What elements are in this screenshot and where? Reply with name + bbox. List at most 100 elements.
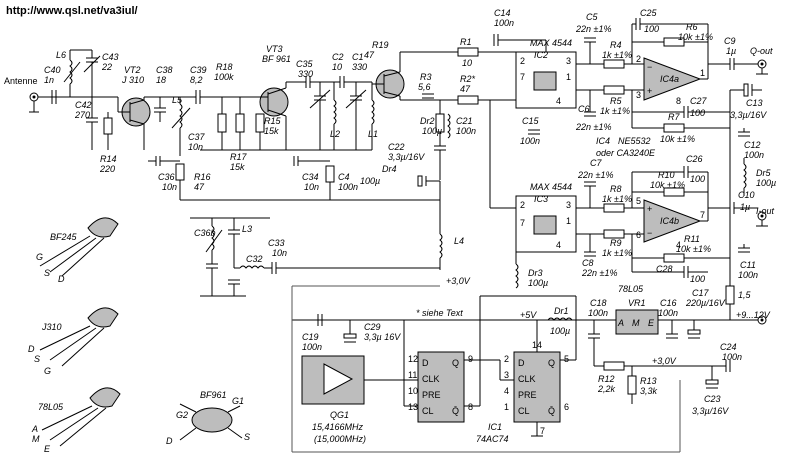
- divider-type: 74AC74: [476, 434, 509, 444]
- svg-text:G2: G2: [176, 410, 188, 420]
- svg-text:+: +: [647, 86, 652, 96]
- svg-text:10k ±1%: 10k ±1%: [678, 32, 713, 42]
- svg-text:100µ: 100µ: [360, 176, 380, 186]
- mixer-ic3: MAX 4544 IC3 27 31 4: [515, 182, 577, 253]
- coil-l1: L1: [360, 81, 378, 150]
- res-r9: R9 1k ±1%: [602, 229, 644, 258]
- coil-l4: C36b: [194, 218, 223, 264]
- svg-text:8: 8: [676, 96, 681, 106]
- svg-text:R15: R15: [264, 116, 282, 126]
- svg-text:Dr3: Dr3: [528, 268, 543, 278]
- svg-text:PRE: PRE: [422, 390, 441, 400]
- svg-text:Q: Q: [452, 358, 459, 368]
- svg-text:47: 47: [364, 50, 375, 60]
- choke-dr5: Dr5 100µ: [743, 158, 776, 196]
- opamp-ic4b: IC4b +− 56 74: [636, 196, 705, 250]
- svg-text:10: 10: [408, 386, 418, 396]
- cap-c36b: C33 10n: [268, 238, 440, 274]
- svg-text:6: 6: [636, 230, 641, 240]
- svg-text:BF 961: BF 961: [262, 54, 291, 64]
- svg-text:C39: C39: [190, 65, 207, 75]
- package-bf961: BF961 G2 G1 D S: [166, 390, 250, 446]
- svg-text:E: E: [44, 444, 51, 454]
- cap-c12: C12 100n: [738, 128, 764, 160]
- svg-text:Dr5: Dr5: [756, 168, 771, 178]
- svg-text:C8: C8: [582, 258, 594, 268]
- cap-c28: C28 100: [631, 258, 708, 284]
- cap-c25: C25 100: [632, 8, 708, 34]
- svg-text:−: −: [647, 62, 652, 72]
- svg-text:7: 7: [520, 218, 525, 228]
- svg-text:C40: C40: [44, 65, 61, 75]
- svg-text:8,2: 8,2: [190, 75, 203, 85]
- svg-text:7: 7: [520, 72, 525, 82]
- res-r18: R18 100k: [214, 62, 234, 150]
- cap-c2: C2 10: [332, 52, 360, 88]
- svg-text:4: 4: [676, 240, 681, 250]
- res-1-5: 1,5: [725, 285, 752, 305]
- svg-text:10k ±1%: 10k ±1%: [660, 134, 695, 144]
- svg-text:L1: L1: [368, 129, 378, 139]
- svg-text:47: 47: [460, 84, 471, 94]
- svg-text:C23: C23: [704, 394, 721, 404]
- cap-c9: C9 1µ: [708, 36, 758, 70]
- svg-text:C43: C43: [102, 52, 119, 62]
- svg-text:VT3: VT3: [266, 44, 283, 54]
- svg-text:C6: C6: [578, 104, 590, 114]
- opamp-type: NE5532: [618, 136, 651, 146]
- cap-c43: C43 22: [70, 49, 119, 97]
- svg-text:10: 10: [462, 58, 472, 68]
- svg-text:R3: R3: [420, 72, 432, 82]
- svg-text:330: 330: [352, 62, 367, 72]
- res-r3: R2* 47: [440, 74, 508, 105]
- svg-text:78L05: 78L05: [38, 402, 64, 412]
- svg-text:15k: 15k: [230, 162, 245, 172]
- i-out-label: I-out: [756, 206, 775, 216]
- svg-text:C9: C9: [724, 36, 736, 46]
- cap-c23: C23 3,3µ/16V: [692, 366, 729, 416]
- cap-c26: C26 100: [632, 154, 708, 184]
- res-r19: C4 100n: [325, 165, 358, 200]
- svg-text:L6: L6: [56, 50, 66, 60]
- svg-text:IC2: IC2: [534, 50, 548, 60]
- cap-c38: C38 18: [154, 65, 173, 122]
- svg-text:100n: 100n: [744, 150, 764, 160]
- svg-text:C10: C10: [738, 190, 755, 200]
- svg-text:C4: C4: [338, 172, 350, 182]
- svg-text:C17: C17: [692, 288, 710, 298]
- svg-text:C35: C35: [296, 59, 314, 69]
- svg-text:3,3k: 3,3k: [640, 386, 658, 396]
- svg-text:IC4a: IC4a: [660, 74, 679, 84]
- svg-text:C11: C11: [740, 260, 756, 270]
- svg-text:10n: 10n: [188, 142, 203, 152]
- svg-text:VT2: VT2: [124, 65, 141, 75]
- res-r16: R16 47: [175, 163, 211, 200]
- regulator-vr1: A M E VR1 78L05: [615, 284, 659, 335]
- svg-text:C5: C5: [586, 12, 598, 22]
- cap-c40: C40 1n: [44, 65, 61, 104]
- svg-text:CLK: CLK: [422, 374, 440, 384]
- svg-text:C36b: C36b: [194, 228, 216, 238]
- cap-c5: C5 22n ±1%: [575, 12, 611, 64]
- cap-c29: C29 3,3µ 16V: [343, 320, 401, 343]
- svg-text:R8: R8: [610, 184, 622, 194]
- svg-text:3: 3: [504, 370, 509, 380]
- svg-text:1k ±1%: 1k ±1%: [600, 106, 630, 116]
- svg-text:1k ±1%: 1k ±1%: [602, 194, 632, 204]
- res-r13: R13 3,3k: [627, 366, 658, 404]
- svg-text:47: 47: [194, 182, 205, 192]
- svg-text:220µ/16V: 220µ/16V: [685, 298, 726, 308]
- cap-c37: C37 10n: [179, 132, 206, 156]
- supply-note: * siehe Text: [416, 308, 463, 318]
- svg-text:10: 10: [332, 62, 342, 72]
- svg-text:R9: R9: [610, 238, 622, 248]
- res-r7: R7 10k ±1%: [631, 112, 730, 144]
- svg-text:1: 1: [504, 402, 509, 412]
- svg-text:Q: Q: [548, 358, 555, 368]
- svg-text:J310: J310: [41, 322, 62, 332]
- svg-text:100k: 100k: [214, 72, 234, 82]
- q-out-terminal: Q-out: [750, 46, 773, 75]
- svg-text:5: 5: [636, 196, 641, 206]
- svg-text:7: 7: [540, 426, 545, 436]
